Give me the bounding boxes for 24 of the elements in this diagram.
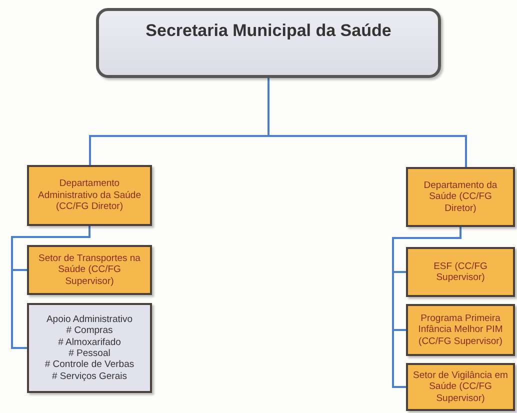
box-label: # Serviços Gerais: [52, 370, 127, 382]
department-box: [406, 304, 515, 356]
department-box: [27, 165, 152, 226]
department-box: [406, 363, 515, 411]
box-label: Departamento Administrativo da Saúde (CC/FG Diretor): [37, 178, 142, 213]
box-label: ESF (CC/FG Supervisor): [432, 260, 488, 284]
department-box: [27, 245, 152, 295]
department-box: [406, 247, 515, 297]
connector-line: [268, 78, 467, 167]
box-label: Departamento da Saúde (CC/FG Diretor): [422, 180, 498, 214]
box-label: Secretaria Municipal da Saúde: [146, 21, 392, 42]
box-label: Setor de Transportes na Saúde (CC/FG Supervisor): [38, 252, 142, 288]
box-label: # Controle de Verbas: [44, 359, 134, 371]
department-box: [27, 303, 152, 393]
connector-line: [392, 227, 462, 388]
box-label: Apoio Administrativo: [46, 314, 133, 326]
department-box: [406, 167, 515, 227]
org-unit-box: [96, 8, 441, 78]
box-label: Setor de Vigilância em Saúde (CC/FG Supervisor): [412, 370, 509, 404]
box-label: # Almoxarifado: [58, 336, 121, 348]
box-label: # Compras: [66, 325, 113, 337]
box-label: # Pessoal: [68, 348, 110, 360]
connector-line: [11, 226, 90, 349]
box-label: Programa Primeira Infância Melhor PIM (CC/FG Supervisor): [417, 312, 504, 348]
